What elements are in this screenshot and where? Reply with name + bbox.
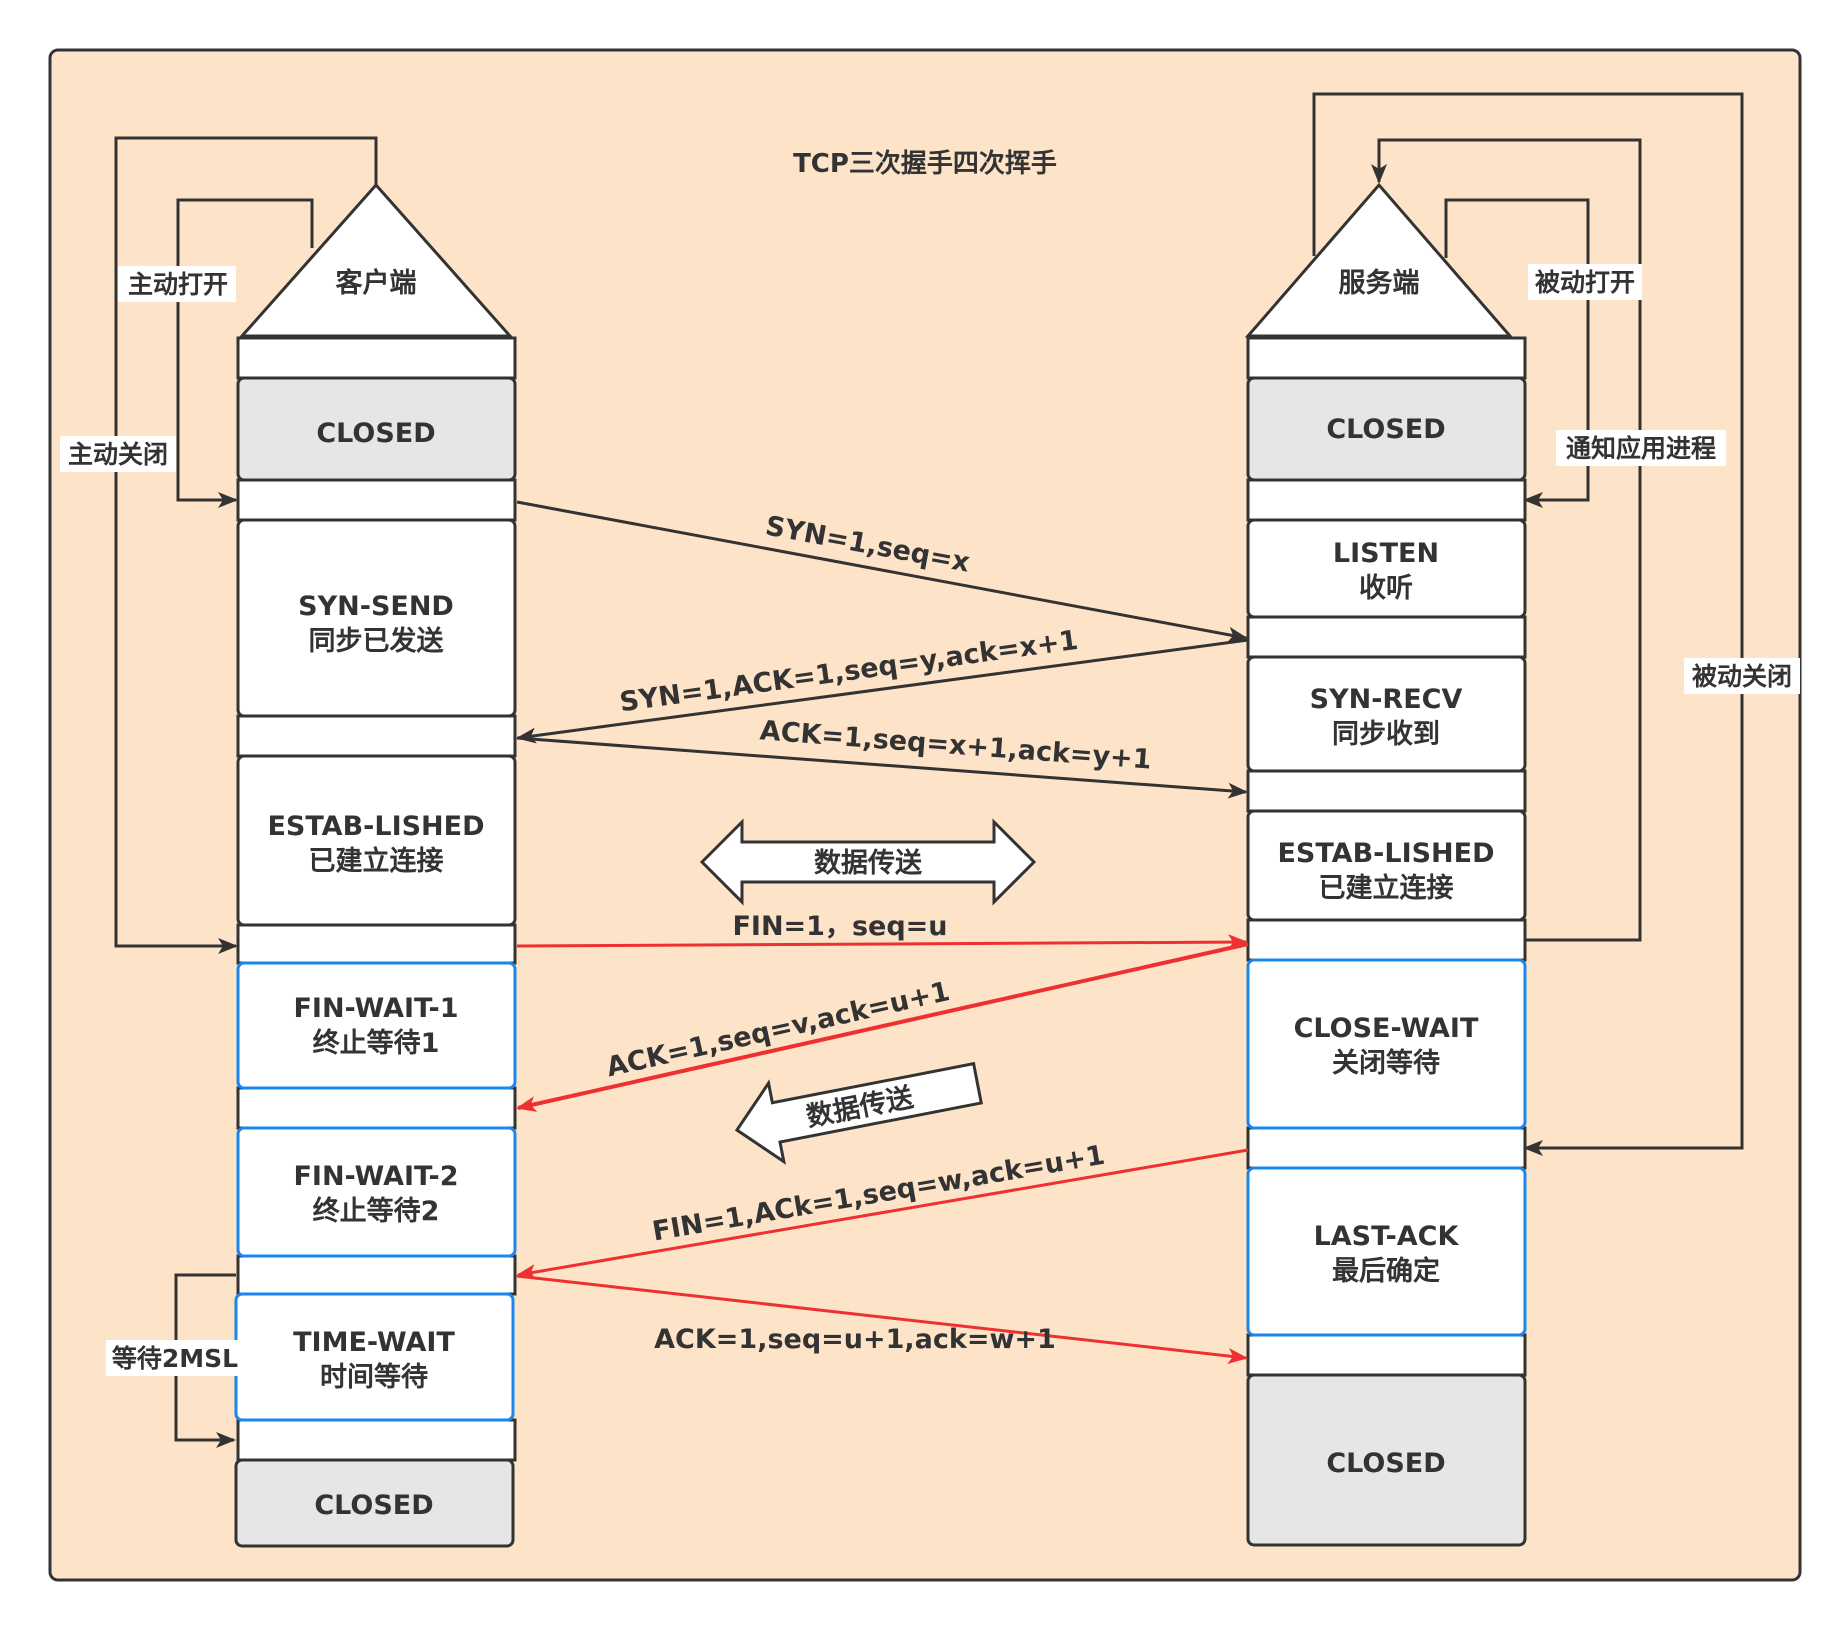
data-transfer-bidirectional: 数据传送 xyxy=(699,818,1037,906)
message-fin1-arrow xyxy=(516,934,1248,951)
server-state-closed-label: CLOSED xyxy=(1326,414,1445,445)
client-state-closed-end: CLOSED xyxy=(234,1458,515,1548)
server-state-last-ack-sublabel: 最后确定 xyxy=(1332,1255,1440,1287)
client-state-fin-wait-2-label: FIN-WAIT-2 xyxy=(293,1161,458,1192)
client-state-fin-wait-1-label: FIN-WAIT-1 xyxy=(293,993,458,1024)
client-state-established-label: ESTAB-LISHED xyxy=(267,811,484,842)
client-wait-2msl-label-bg xyxy=(106,1340,244,1376)
server-state-syn-recv-label: SYN-RECV xyxy=(1310,684,1463,715)
client-state-fin-wait-1-sublabel: 终止等待1 xyxy=(313,1027,440,1059)
client-gap-1 xyxy=(236,478,517,522)
server-state-syn-recv: SYN-RECV 同步收到 xyxy=(1246,655,1527,773)
client-gap-6 xyxy=(236,1418,517,1462)
client-gap-2 xyxy=(236,714,517,758)
server-loops: 被动打开 通知应用进程 被动关闭 xyxy=(1312,92,1800,1156)
message-fin2-arrow xyxy=(516,1148,1249,1280)
client-active-open-loop xyxy=(176,198,314,508)
server-state-close-wait-sublabel: 关闭等待 xyxy=(1332,1047,1440,1079)
server-notify-app-loop xyxy=(1371,138,1642,942)
client-state-syn-send: SYN-SEND 同步已发送 xyxy=(236,518,517,718)
server-passive-open-label-bg xyxy=(1528,264,1642,300)
server-gap-6 xyxy=(1246,1333,1527,1377)
diagram-title: TCP三次握手四次挥手 xyxy=(793,149,1057,179)
server-notify-app-label-bg xyxy=(1556,430,1726,466)
client-state-time-wait-label: TIME-WAIT xyxy=(293,1327,455,1358)
client-roof xyxy=(238,182,514,338)
server-passive-open-loop xyxy=(1444,198,1590,508)
server-gap-1 xyxy=(1246,478,1527,522)
client-gap-5 xyxy=(236,1254,517,1296)
message-syn-arrow xyxy=(516,500,1248,643)
server-state-last-ack: LAST-ACK 最后确定 xyxy=(1246,1166,1527,1337)
client-state-fin-wait-1: FIN-WAIT-1 终止等待1 xyxy=(236,961,517,1090)
server-roof xyxy=(1244,182,1514,338)
client-active-open-label-bg xyxy=(118,266,236,302)
server-passive-close-loop xyxy=(1312,92,1744,1156)
server-state-listen: LISTEN 收听 xyxy=(1246,518,1527,619)
client-active-close-label: 主动关闭 xyxy=(68,440,168,469)
server-column: 服务端 CLOSED LISTEN 收听 SYN-RECV 同步收到 ESTAB… xyxy=(1244,182,1527,1547)
client-state-fin-wait-2: FIN-WAIT-2 终止等待2 xyxy=(236,1126,517,1258)
server-state-closed: CLOSED xyxy=(1246,376,1527,482)
server-state-close-wait: CLOSE-WAIT 关闭等待 xyxy=(1246,958,1527,1130)
server-state-last-ack-label: LAST-ACK xyxy=(1314,1221,1460,1252)
left-arrow-icon xyxy=(734,1061,984,1165)
server-gap-2 xyxy=(1246,615,1527,659)
message-fin1-label: FIN=1，seq=u xyxy=(732,911,947,942)
server-gap-5 xyxy=(1246,1126,1527,1170)
server-state-syn-recv-sublabel: 同步收到 xyxy=(1332,719,1440,750)
server-state-closed-end-label: CLOSED xyxy=(1326,1448,1445,1479)
client-active-close-label-bg xyxy=(60,436,176,472)
server-label: 服务端 xyxy=(1339,268,1420,299)
server-state-listen-sublabel: 收听 xyxy=(1359,573,1413,604)
client-state-fin-wait-2-sublabel: 终止等待2 xyxy=(313,1195,440,1227)
message-ack-fin2-arrow xyxy=(516,1274,1248,1364)
message-ack-fin1-arrow xyxy=(516,942,1249,1112)
message-syn-ack-arrow xyxy=(516,638,1249,744)
server-state-closed-end: CLOSED xyxy=(1246,1373,1527,1547)
server-passive-close-label-bg xyxy=(1684,658,1800,694)
client-active-close-loop xyxy=(114,136,378,954)
server-gap-3 xyxy=(1246,769,1527,813)
client-gap-0 xyxy=(236,336,517,380)
client-gap-3 xyxy=(236,923,517,965)
server-state-listen-label: LISTEN xyxy=(1333,538,1439,569)
client-state-closed-label: CLOSED xyxy=(316,418,435,449)
server-gap-0 xyxy=(1246,336,1527,380)
server-state-established-sublabel: 已建立连接 xyxy=(1319,872,1454,904)
server-passive-close-label: 被动关闭 xyxy=(1692,662,1792,691)
client-label: 客户端 xyxy=(336,267,417,299)
client-state-time-wait-sublabel: 时间等待 xyxy=(320,1361,428,1393)
client-state-established-sublabel: 已建立连接 xyxy=(309,845,444,877)
client-gap-4 xyxy=(236,1086,517,1130)
message-ack-fin2-label: ACK=1,seq=u+1,ack=w+1 xyxy=(654,1324,1056,1355)
client-state-time-wait: TIME-WAIT 时间等待 xyxy=(234,1292,515,1422)
client-state-established: ESTAB-LISHED 已建立连接 xyxy=(236,754,517,927)
client-state-syn-send-label: SYN-SEND xyxy=(298,591,454,622)
data-transfer-one-way: 数据传送 xyxy=(734,1061,984,1165)
server-passive-open-label: 被动打开 xyxy=(1535,268,1635,297)
client-active-open-label: 主动打开 xyxy=(128,270,228,299)
data-transfer-bidirectional-label: 数据传送 xyxy=(814,848,922,879)
client-state-syn-send-sublabel: 同步已发送 xyxy=(309,625,444,657)
client-state-closed: CLOSED xyxy=(236,376,517,482)
client-state-closed-end-label: CLOSED xyxy=(314,1490,433,1521)
server-state-established: ESTAB-LISHED 已建立连接 xyxy=(1246,809,1527,922)
server-notify-app-label: 通知应用进程 xyxy=(1566,434,1716,463)
double-arrow-icon xyxy=(699,818,1037,906)
message-ack-arrow xyxy=(516,736,1248,799)
server-state-established-label: ESTAB-LISHED xyxy=(1277,838,1494,869)
client-loops: 主动打开 主动关闭 等待2MSL xyxy=(60,136,378,1448)
client-column: 客户端 CLOSED SYN-SEND 同步已发送 ESTAB-LISHED 已… xyxy=(234,182,517,1548)
server-state-close-wait-label: CLOSE-WAIT xyxy=(1294,1013,1479,1044)
server-gap-4 xyxy=(1246,918,1527,962)
client-wait-2msl-label: 等待2MSL xyxy=(112,1344,238,1373)
